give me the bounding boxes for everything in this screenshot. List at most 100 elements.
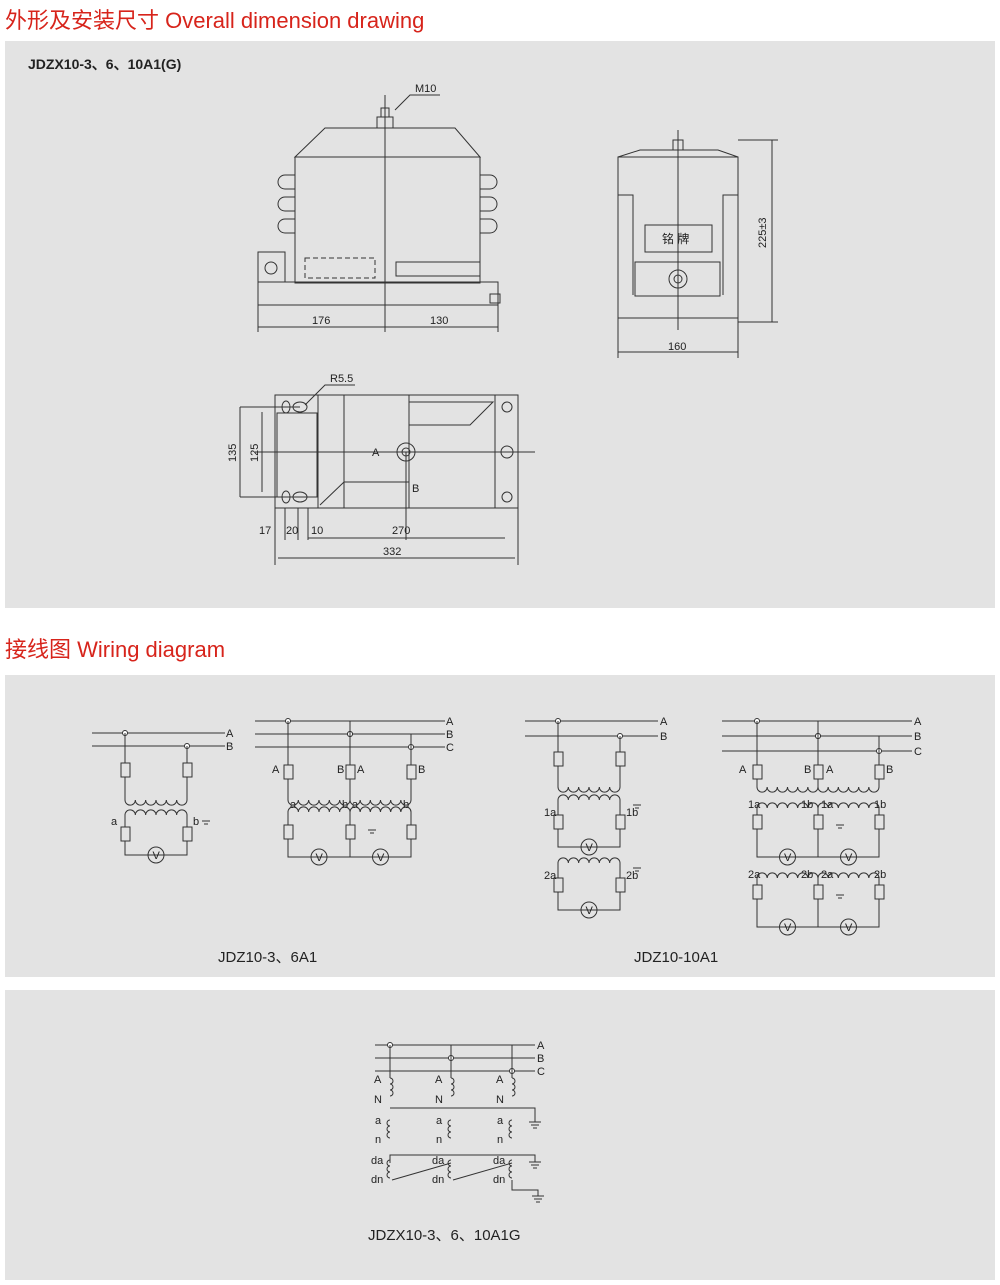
- terminal-label: A: [739, 764, 747, 776]
- dim-135: 135: [227, 444, 239, 462]
- dim-130: 130: [430, 315, 448, 327]
- fuse: [615, 751, 626, 767]
- fuse: [752, 814, 763, 830]
- fuse: [813, 814, 824, 830]
- terminal-label: A: [226, 728, 234, 740]
- terminal-label: a: [436, 1115, 443, 1127]
- terminal-label: 2a: [544, 870, 557, 882]
- fuse: [120, 762, 131, 778]
- side-view: [617, 130, 778, 358]
- voltmeter-icon: [580, 838, 598, 856]
- terminal-label: B: [537, 1053, 544, 1065]
- caption-jdzx10-g: JDZX10-3、6、10A1G: [368, 1227, 521, 1244]
- fuse: [752, 884, 763, 900]
- fuse: [283, 824, 294, 840]
- fuse: [615, 877, 626, 893]
- terminal-label: 1a: [821, 799, 834, 811]
- terminal-label: A: [446, 716, 454, 728]
- fuse: [874, 884, 885, 900]
- terminal-label: A: [435, 1074, 443, 1086]
- voltmeter-icon: [310, 848, 328, 866]
- fuse: [615, 814, 626, 830]
- terminal-label: b: [193, 816, 199, 828]
- dim-17: 17: [259, 525, 271, 537]
- voltmeter-icon: [372, 848, 389, 866]
- terminal-label: 2b: [626, 870, 638, 882]
- fuse: [752, 764, 763, 780]
- terminal-label: a: [111, 816, 118, 828]
- terminal-label: n: [436, 1134, 442, 1146]
- voltmeter-icon: [779, 918, 796, 936]
- terminal-label: 2b: [874, 869, 886, 881]
- terminal-label: B: [804, 764, 811, 776]
- terminal-label: N: [374, 1094, 382, 1106]
- fuse: [120, 826, 131, 842]
- voltmeter-icon: [147, 846, 165, 864]
- dim-176: 176: [312, 315, 330, 327]
- fuse: [182, 762, 193, 778]
- voltmeter-icon: [580, 901, 598, 919]
- terminal-label: V: [153, 850, 161, 862]
- dim-20: 20: [286, 525, 298, 537]
- fuse: [813, 884, 824, 900]
- fuse: [874, 764, 885, 780]
- terminal-label: n: [375, 1134, 381, 1146]
- voltmeter-icon: [779, 848, 796, 866]
- fuse: [345, 764, 356, 780]
- fuse: [813, 764, 824, 780]
- terminal-label: 1b: [626, 807, 638, 819]
- terminal-label: a: [497, 1115, 504, 1127]
- terminal-label: V: [586, 905, 594, 917]
- terminal-label: A: [660, 716, 668, 728]
- dimension-panel: [5, 41, 995, 608]
- caption-jdz10-10a1: JDZ10-10A1: [634, 949, 718, 966]
- terminal-label: A: [272, 764, 280, 776]
- fuse: [813, 814, 824, 830]
- dim-160: 160: [668, 341, 686, 353]
- terminal-label: C: [537, 1066, 545, 1078]
- terminal-label: B: [886, 764, 893, 776]
- voltmeter-icon: [840, 918, 857, 936]
- bolt-label: M10: [415, 83, 436, 95]
- terminal-label: B: [337, 764, 344, 776]
- dim-270: 270: [392, 525, 410, 537]
- terminal-label: 2b: [801, 869, 813, 881]
- caption-jdz10-6a1: JDZ10-3、6A1: [218, 949, 317, 966]
- terminal-label: b: [342, 799, 348, 811]
- fuse: [813, 764, 824, 780]
- terminal-label: V: [316, 852, 324, 864]
- dim-125: 125: [249, 444, 261, 462]
- terminal-label: a: [352, 799, 359, 811]
- terminal-label: A: [357, 764, 365, 776]
- terminal-label: B: [914, 731, 921, 743]
- fuse: [553, 751, 564, 767]
- terminal-label: da: [432, 1155, 445, 1167]
- fuse: [345, 824, 356, 840]
- terminal-label: A: [537, 1040, 545, 1052]
- fuse: [182, 826, 193, 842]
- terminal-label: A: [914, 716, 922, 728]
- fuse: [406, 764, 417, 780]
- terminal-label: dn: [371, 1174, 383, 1186]
- terminal-label: V: [586, 842, 594, 854]
- terminal-label: 1a: [544, 807, 557, 819]
- section-title-dimensions: 外形及安装尺寸 Overall dimension drawing: [5, 8, 425, 33]
- terminal-label: B: [418, 764, 425, 776]
- terminal-label: da: [371, 1155, 384, 1167]
- fuse: [874, 814, 885, 830]
- terminal-label: V: [784, 852, 792, 864]
- fuse: [406, 824, 417, 840]
- terminal-label: a: [290, 799, 297, 811]
- terminal-label: N: [435, 1094, 443, 1106]
- terminal-label: 2a: [748, 869, 761, 881]
- terminal-label: n: [497, 1134, 503, 1146]
- terminal-label: dn: [493, 1174, 505, 1186]
- dim-height: 225±3: [757, 217, 769, 248]
- terminal-label: A: [496, 1074, 504, 1086]
- terminal-label: dn: [432, 1174, 444, 1186]
- dim-332: 332: [383, 546, 401, 558]
- terminal-label: 1b: [801, 799, 813, 811]
- terminal-label: A: [374, 1074, 382, 1086]
- fuse: [345, 824, 356, 840]
